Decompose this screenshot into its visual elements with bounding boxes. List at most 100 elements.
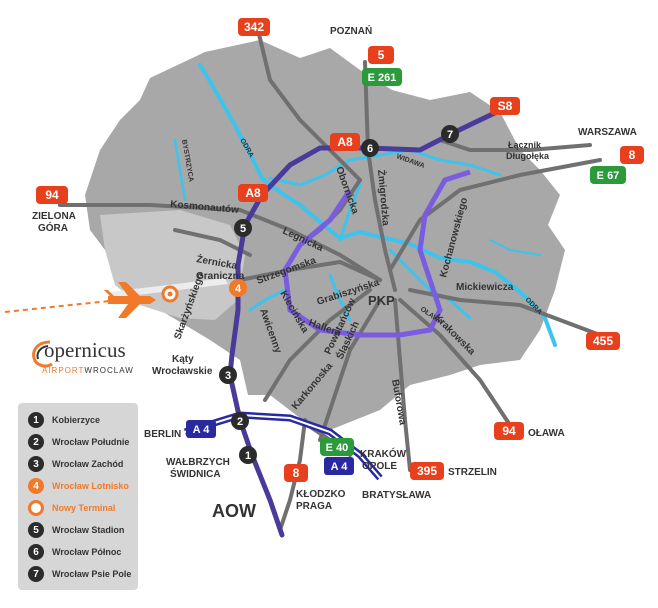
junction-legend: 1 Kobierzyce 2 Wrocław Południe 3 Wrocła… <box>18 403 138 590</box>
shield-e261 <box>362 68 402 86</box>
city-labels: POZNAŃ WARSZAWA Łącznik Długołęka ZIELON… <box>32 24 637 521</box>
junction-1-label: 1 <box>245 450 251 462</box>
junction-5 <box>234 219 252 237</box>
svg-text:342: 342 <box>244 20 264 34</box>
label-strzelin: STRZELIN <box>448 467 497 478</box>
svg-text:E 40: E 40 <box>326 442 349 454</box>
svg-text:A8: A8 <box>337 135 353 149</box>
legend-item: 5 Wrocław Stadion <box>28 521 124 539</box>
junction-7-label: 7 <box>447 129 453 141</box>
shield-8-east <box>620 146 644 164</box>
svg-text:A 4: A 4 <box>193 424 211 436</box>
junctions: 1 2 3 4 5 6 7 <box>219 125 459 464</box>
svg-text:395: 395 <box>417 464 437 478</box>
label-berlin: BERLIN <box>144 429 181 440</box>
shield-s8 <box>490 97 520 115</box>
junction-4 <box>229 279 247 297</box>
label-pkp: PKP <box>368 293 395 308</box>
copernicus-logo: opernicus AIRPORTWROCLAW <box>30 332 140 380</box>
label-walbrzych: WAŁBRZYCH <box>166 457 230 468</box>
junction-6 <box>361 139 379 157</box>
svg-text:A8: A8 <box>245 186 261 200</box>
svg-text:E 261: E 261 <box>368 72 397 84</box>
svg-text:S8: S8 <box>498 99 513 113</box>
airplane-icon <box>104 282 156 318</box>
label-dlugoleka: Długołęka <box>506 151 550 161</box>
street-mickiewicza: Mickiewicza <box>456 282 514 293</box>
junction-7 <box>441 125 459 143</box>
label-gora: GÓRA <box>38 221 68 234</box>
shield-a8-west <box>238 184 268 202</box>
junction-5-label: 5 <box>240 223 246 235</box>
svg-text:8: 8 <box>293 466 300 480</box>
legend-item: 2 Wrocław Południe <box>28 433 129 451</box>
legend-badge: 6 <box>28 544 44 560</box>
legend-badge: 3 <box>28 456 44 472</box>
junction-6-label: 6 <box>367 143 373 155</box>
legend-label: Wrocław Południe <box>52 437 130 447</box>
flight-path <box>4 299 121 313</box>
legend-label: Nowy Terminal <box>52 503 116 513</box>
legend-item: 7 Wrocław Psie Pole <box>28 565 131 583</box>
inner-ring-road <box>282 169 471 338</box>
junction-2-label: 2 <box>237 416 243 428</box>
road-shields: 342 5 E 261 S8 A8 A8 8 E 67 94 455 94 39… <box>36 18 644 482</box>
copernicus-swoosh-icon <box>32 340 53 368</box>
label-bratyslawa: BRATYSŁAWA <box>362 490 431 501</box>
legend-badge: 4 <box>28 478 44 494</box>
legend-label: Kobierzyce <box>52 415 101 425</box>
legend-item: 1 Kobierzyce <box>28 411 100 429</box>
label-aow: AOW <box>212 501 256 521</box>
legend-badge: 2 <box>28 434 44 450</box>
svg-text:8: 8 <box>629 148 636 162</box>
label-katy: Kąty <box>172 354 194 365</box>
logo-subtitle: AIRPORTWROCLAW <box>42 366 134 375</box>
logo-name: opernicus <box>44 338 126 362</box>
legend-item: Nowy Terminal <box>28 499 115 517</box>
label-lacznik: Łącznik <box>508 140 542 150</box>
svg-text:94: 94 <box>502 424 516 438</box>
svg-text:E 67: E 67 <box>597 170 620 182</box>
junction-1 <box>239 446 257 464</box>
legend-item: 3 Wrocław Zachód <box>28 455 123 473</box>
label-zielona: ZIELONA <box>32 211 76 222</box>
legend-label: Wrocław Lotnisko <box>52 481 129 491</box>
shield-e67 <box>590 166 626 184</box>
shield-94-east <box>494 422 524 440</box>
legend-label: Wrocław Psie Pole <box>52 569 132 579</box>
legend-badge: 7 <box>28 566 44 582</box>
junction-3 <box>219 366 237 384</box>
shield-5 <box>368 46 394 64</box>
rivers <box>173 63 557 347</box>
legend-label: Wrocław Zachód <box>52 459 124 469</box>
target-icon <box>28 500 44 516</box>
shield-a4-east <box>324 457 354 475</box>
label-swidnica: ŚWIDNICA <box>170 467 221 480</box>
label-krakow: KRAKÓW <box>360 447 407 460</box>
a8-bypass <box>227 105 508 538</box>
junction-4-label: 4 <box>235 283 242 295</box>
label-wroclawskie: Wrocławskie <box>152 366 213 377</box>
shield-8-south <box>284 464 308 482</box>
legend-badge: 1 <box>28 412 44 428</box>
shield-a8-north <box>330 133 360 151</box>
shield-342 <box>238 18 270 36</box>
shield-94-west <box>36 186 68 204</box>
legend-item: 6 Wrocław Północ <box>28 543 121 561</box>
junction-3-label: 3 <box>225 370 231 382</box>
legend-label: Wrocław Północ <box>52 547 122 557</box>
legend-item: 4 Wrocław Lotnisko <box>28 477 129 495</box>
svg-text:455: 455 <box>593 334 613 348</box>
svg-text:5: 5 <box>378 48 385 62</box>
svg-text:94: 94 <box>45 188 59 202</box>
label-olawa: OŁAWA <box>528 428 565 439</box>
shield-e40 <box>320 438 354 456</box>
shield-455 <box>586 332 620 350</box>
label-opole: OPOLE <box>362 461 397 472</box>
label-klodzko: KŁODZKO <box>296 489 346 500</box>
label-praga: PRAGA <box>296 501 332 512</box>
label-warszawa: WARSZAWA <box>578 127 637 138</box>
shield-395 <box>410 462 444 480</box>
legend-badge: 5 <box>28 522 44 538</box>
